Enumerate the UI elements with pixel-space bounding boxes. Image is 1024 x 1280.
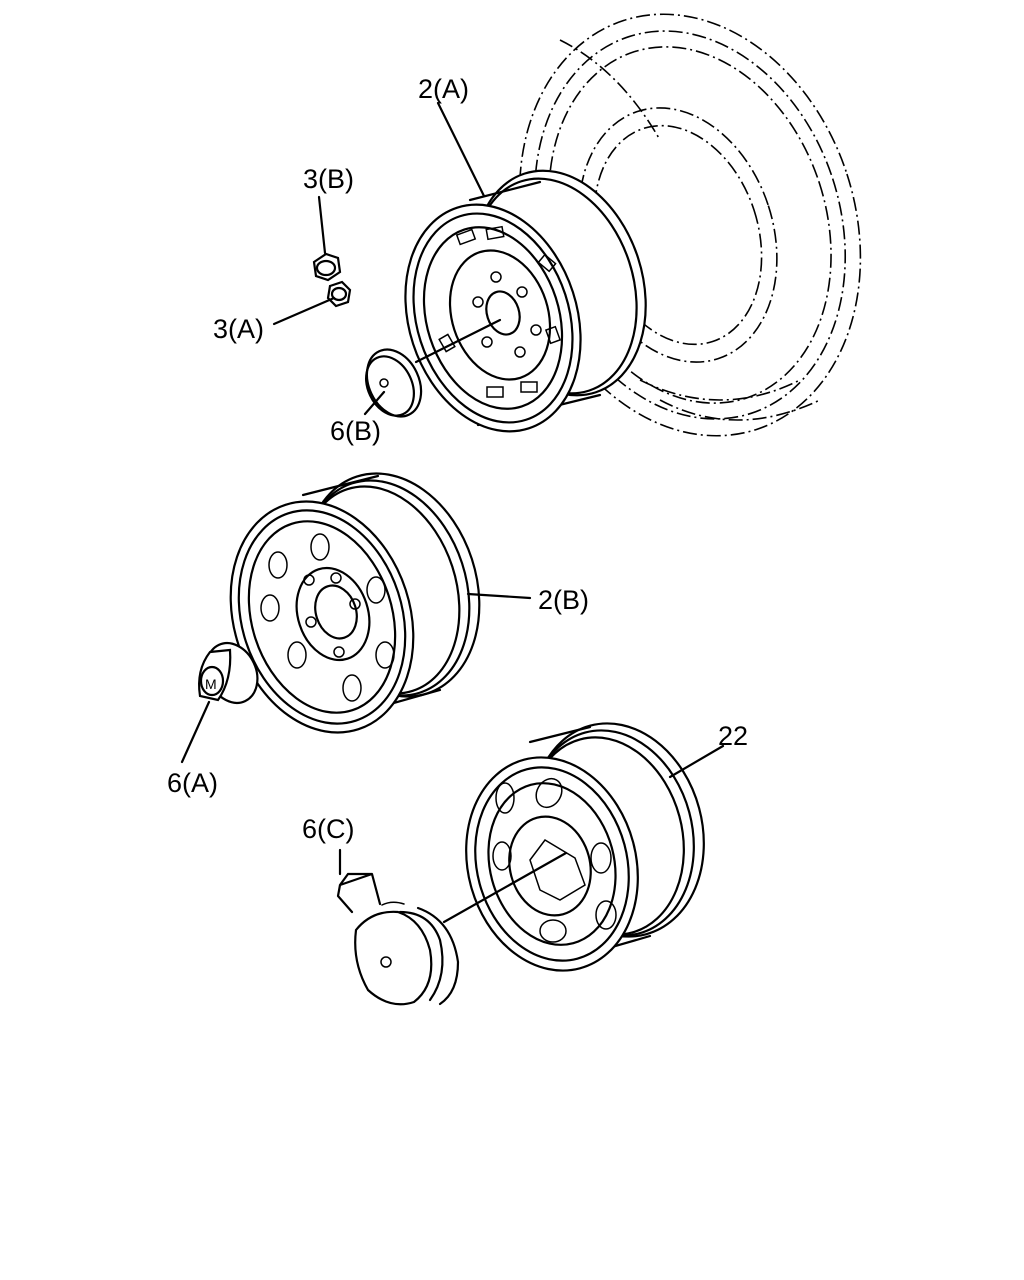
center-cap-6c (354, 901, 460, 1006)
label-6b: 6(B) (330, 416, 381, 446)
leader-lines (180, 101, 725, 924)
wheel-22 (465, 722, 705, 972)
lug-holes-2b (303, 572, 361, 658)
label-3b: 3(B) (303, 164, 354, 194)
lug-holes-2a (472, 271, 542, 358)
vent-slots-2a (438, 225, 562, 398)
lug-nut-3b (312, 252, 342, 282)
label-2a: 2(A) (418, 74, 469, 104)
label-6a: 6(A) (167, 768, 218, 798)
wheel-2a (404, 169, 647, 433)
callout-labels: 2(A) 3(B) 3(A) 6(B) 2(B) 6(A) 22 6(C) (167, 74, 748, 844)
svg-text:M: M (205, 676, 217, 692)
center-cap-6b (365, 348, 423, 418)
label-6c: 6(C) (302, 814, 355, 844)
lug-nut-3a (326, 280, 352, 308)
label-22: 22 (718, 721, 748, 751)
window-holes-2b (260, 533, 395, 702)
window-holes-22 (492, 777, 617, 943)
center-cap-6a: M (198, 642, 259, 704)
label-3a: 3(A) (213, 314, 264, 344)
label-2b: 2(B) (538, 585, 589, 615)
wheel-2b (229, 472, 481, 734)
